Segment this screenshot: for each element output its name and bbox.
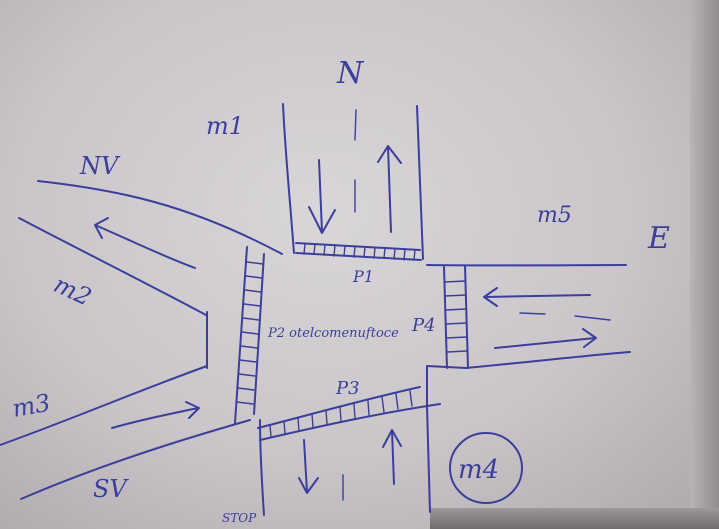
m5-label: m5 <box>537 203 572 228</box>
arrow-nv-outbound <box>95 218 195 268</box>
crosswalk-p4 <box>444 266 468 368</box>
south-road-left-edge <box>260 420 264 515</box>
east-road-lower-edge <box>466 352 630 368</box>
m3-label: m3 <box>10 389 52 423</box>
p4-label: P4 <box>411 315 436 336</box>
north-road-right-edge <box>417 106 423 259</box>
arrow-north-inbound <box>309 160 335 233</box>
arrow-sv-inbound <box>112 402 199 428</box>
m2-label: m2 <box>49 270 95 311</box>
north-label: N <box>336 56 365 91</box>
south-road-right-edge <box>427 406 430 512</box>
crosswalk-p2 <box>235 247 264 423</box>
arrow-south-inbound <box>383 430 401 484</box>
lane-dividers <box>343 110 610 500</box>
east-label: E <box>647 221 670 256</box>
labels: N E NV SV m1 m2 m3 m4 m5 P1 P2 otelcomen… <box>10 56 670 525</box>
arrow-north-outbound <box>378 146 401 232</box>
sv-road-lower-edge <box>21 420 250 499</box>
north-lane-divider <box>355 110 356 212</box>
arrow-south-outbound <box>299 440 318 493</box>
traffic-arrows <box>95 146 596 493</box>
north-road-left-edge <box>283 104 294 253</box>
nv-road-upper-edge <box>38 181 282 254</box>
stop-sign-label: STOP <box>222 511 257 525</box>
east-lane-divider <box>520 313 610 320</box>
p2-label: P2 otelcomenuftoce <box>267 326 399 341</box>
p1-label: P1 <box>352 267 374 286</box>
arrow-east-outbound <box>484 288 590 306</box>
m1-label: m1 <box>206 112 244 140</box>
arrow-east-inbound <box>495 329 596 348</box>
crosswalk-p1 <box>296 243 421 260</box>
southwest-label: SV <box>93 475 129 503</box>
m4-label: m4 <box>458 455 499 485</box>
p3-label: P3 <box>335 378 360 399</box>
northwest-label: NV <box>79 152 121 180</box>
